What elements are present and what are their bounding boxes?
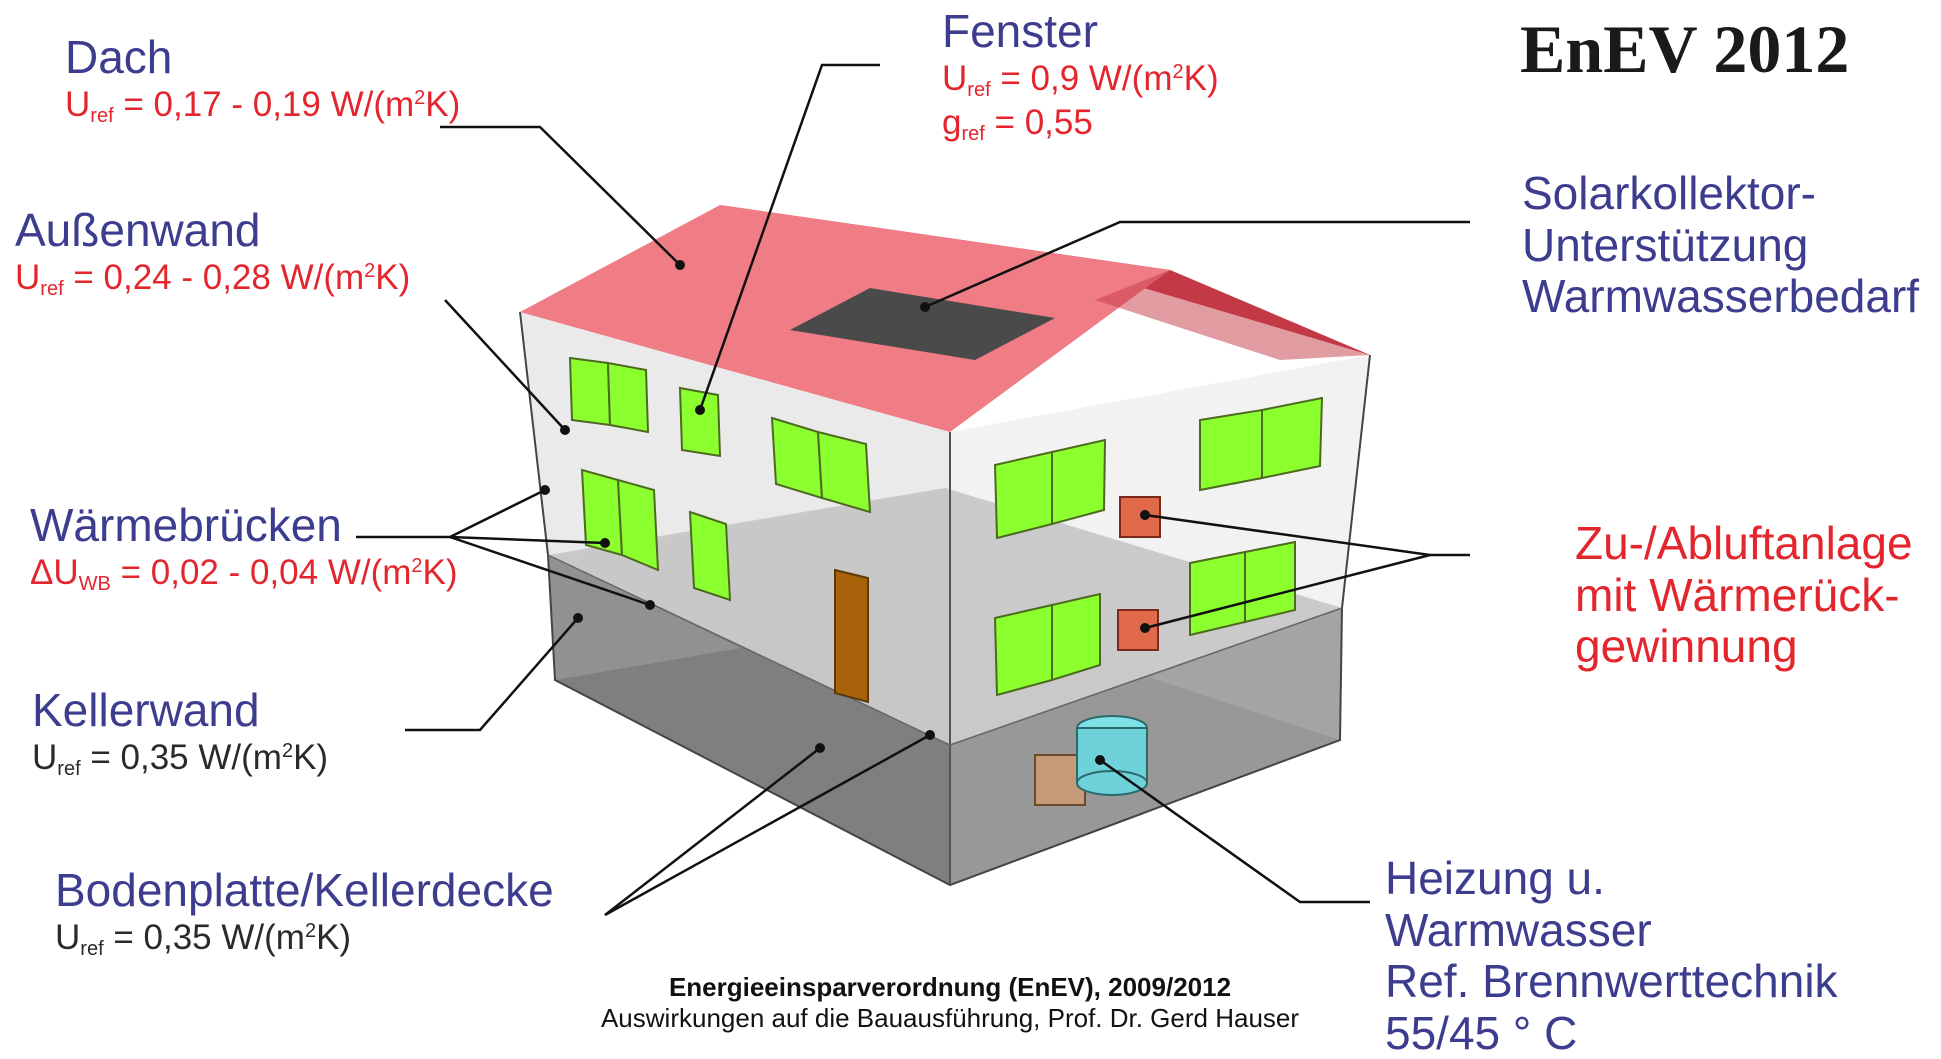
leader-solar [924, 220, 1470, 309]
bodenplatte-heading: Bodenplatte/Kellerdecke [55, 864, 554, 916]
caption-line-1: Energieeinsparverordnung (EnEV), 2009/20… [668, 972, 1232, 1002]
solar-line: Warmwasserbedarf [1522, 270, 1920, 323]
leader-bodenplatte-1 [604, 747, 821, 916]
label-aussenwand: Außenwand Uref = 0,24 - 0,28 W/(m2K) [15, 204, 411, 301]
leader-dots [540, 260, 1150, 765]
label-solar: Solarkollektor- Unterstützung Warmwasser… [1522, 167, 1920, 323]
solar-line: Unterstützung [1522, 218, 1809, 271]
leader-dach [440, 125, 681, 266]
window [993, 450, 1053, 540]
window [1199, 408, 1263, 492]
label-kellerwand: Kellerwand Uref = 0,35 W/(m2K) [32, 684, 329, 781]
water-tank-bottom [1076, 770, 1148, 796]
ventilation-unit-lower [1117, 609, 1159, 651]
waermebruecken-value: ΔUWB = 0,02 - 0,04 W/(m2K) [30, 552, 458, 595]
bodenplatte-value: Uref = 0,35 W/(m2K) [55, 917, 352, 960]
solar-line: Solarkollektor- [1522, 167, 1816, 219]
basement-left-wall [548, 555, 950, 885]
leader-heizung [1099, 758, 1370, 904]
label-bodenplatte: Bodenplatte/Kellerdecke Uref = 0,35 W/(m… [55, 864, 554, 961]
window [678, 386, 722, 458]
label-waermebruecken: Wärmebrücken ΔUWB = 0,02 - 0,04 W/(m2K) [30, 499, 458, 596]
dach-value: Uref = 0,17 - 0,19 W/(m2K) [65, 84, 461, 127]
window [816, 430, 872, 514]
kellerwand-heading: Kellerwand [32, 684, 260, 736]
window [770, 416, 824, 500]
diagram-title: EnEV 2012 [1520, 11, 1850, 87]
lueftung-line: Zu-/Abluftanlage [1575, 517, 1913, 569]
leader-lueftung-2 [1144, 553, 1431, 630]
window [1051, 438, 1107, 526]
leader-kellerwand [405, 617, 579, 732]
heizung-line: Ref. Brennwerttechnik [1385, 955, 1838, 1008]
label-fenster: Fenster Uref = 0,9 W/(m2K) gref = 0,55 [942, 5, 1219, 146]
heizung-line: 55/45 ° C [1385, 1006, 1578, 1059]
basement-top-edge [547, 554, 951, 746]
heizung-line: Warmwasser [1385, 903, 1652, 956]
lueftung-line: mit Wärmerück- [1575, 568, 1900, 621]
caption-line-2: Auswirkungen auf die Bauausführung, Prof… [600, 1003, 1300, 1033]
windows-left-wall [568, 356, 872, 602]
window [1261, 396, 1324, 480]
waermebruecken-heading: Wärmebrücken [30, 499, 342, 551]
basement-top-edge-right [949, 607, 1343, 746]
lueftung-line: gewinnung [1575, 620, 1798, 673]
leader-bodenplatte-2 [604, 733, 931, 917]
aussenwand-heading: Außenwand [15, 204, 261, 256]
kellerwand-value: Uref = 0,35 W/(m2K) [32, 737, 329, 780]
solar-collector [790, 288, 1055, 360]
roof-gable-shadow [1095, 270, 1370, 360]
leader-lines [356, 63, 1470, 917]
leader-aussenwand [444, 299, 566, 431]
windows-right-wall [993, 396, 1324, 697]
heizung-line: Heizung u. [1385, 852, 1605, 904]
source-caption: Energieeinsparverordnung (EnEV), 2009/20… [240, 972, 1660, 1034]
dach-heading: Dach [65, 31, 173, 83]
fenster-value-u: Uref = 0,9 W/(m2K) [942, 58, 1219, 101]
fenster-value-g: gref = 0,55 [942, 102, 1093, 145]
window [993, 603, 1053, 697]
label-heizung: Heizung u. Warmwasser Ref. Brennwerttech… [1385, 852, 1838, 1059]
window [1051, 592, 1101, 682]
fenster-heading: Fenster [942, 5, 1098, 57]
window [606, 361, 650, 434]
window [616, 478, 660, 572]
label-lueftung: Zu-/Abluftanlage mit Wärmerück- gewinnun… [1575, 517, 1913, 673]
leader-fenster [698, 63, 880, 411]
window [1189, 550, 1246, 637]
window [688, 510, 732, 602]
window [1244, 540, 1296, 624]
label-dach: Dach Uref = 0,17 - 0,19 W/(m2K) [65, 31, 461, 128]
leader-waermebruecken-2 [449, 535, 606, 545]
door [834, 568, 869, 704]
ground-floor-slab [548, 488, 1342, 745]
leader-waermebruecken-3 [449, 535, 651, 607]
aussenwand-value: Uref = 0,24 - 0,28 W/(m2K) [15, 257, 411, 300]
window [568, 356, 612, 427]
